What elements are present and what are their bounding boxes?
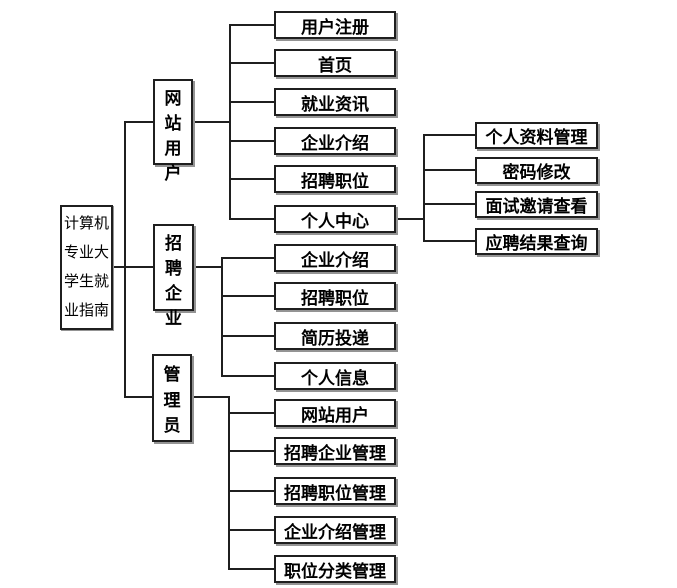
connector-line [423, 134, 425, 242]
branch-node-char: 业 [165, 309, 182, 328]
connector-line [229, 24, 231, 220]
leaf-node-company-intro: 企业介绍 [274, 127, 396, 155]
branch-node-char: 招 [165, 234, 182, 253]
branch-node-char: 用 [164, 139, 182, 158]
branch-node-char: 网 [164, 89, 182, 108]
connector-line [423, 169, 475, 171]
connector-line [229, 24, 275, 26]
leaf-node-job-mgmt: 招聘职位管理 [274, 477, 396, 505]
connector-line [423, 240, 475, 242]
leaf-node-job-positions-2: 招聘职位 [274, 282, 396, 310]
leaf-node-employment-news: 就业资讯 [274, 88, 396, 116]
connector-line [221, 257, 275, 259]
branch-node-website-user: 网站用户 [153, 79, 193, 183]
connector-line [228, 450, 275, 452]
connector-line [423, 203, 475, 205]
leaf-node-personal-info: 个人信息 [274, 362, 396, 390]
branch-node-char: 站 [164, 114, 182, 133]
leaf-node-interview-invite-view: 面试邀请查看 [475, 191, 598, 218]
leaf-node-password-change: 密码修改 [475, 157, 598, 184]
root-node-label: 计算机专业大学生就业指南 [63, 215, 109, 319]
connector-line [192, 396, 229, 398]
connector-line [229, 178, 275, 180]
connector-line [228, 412, 275, 414]
connector-line [228, 490, 275, 492]
connector-line [221, 375, 275, 377]
branch-node-char: 员 [163, 416, 181, 436]
connector-line [125, 396, 153, 398]
branch-node-administrator: 管理员 [152, 354, 192, 442]
connector-line [228, 529, 275, 531]
leaf-node-job-category-mgmt: 职位分类管理 [274, 555, 396, 583]
leaf-node-resume-submit: 简历投递 [274, 322, 396, 350]
branch-node-char: 企 [165, 284, 182, 303]
connector-line [194, 266, 222, 268]
leaf-node-user-register: 用户注册 [274, 11, 396, 39]
leaf-node-job-positions: 招聘职位 [274, 165, 396, 193]
connector-line [229, 218, 275, 220]
leaf-node-company-intro-mgmt: 企业介绍管理 [274, 516, 396, 544]
connector-line [229, 140, 275, 142]
leaf-node-website-users: 网站用户 [274, 399, 396, 427]
connector-line [192, 121, 230, 123]
branch-node-char: 理 [163, 390, 181, 410]
connector-line [396, 218, 424, 220]
leaf-node-enterprise-mgmt: 招聘企业管理 [274, 437, 396, 465]
connector-line [228, 568, 275, 570]
root-node: 计算机专业大学生就业指南 [60, 205, 113, 330]
leaf-node-profile-mgmt: 个人资料管理 [475, 122, 598, 149]
branch-node-recruiting-enterprise: 招聘企业 [153, 224, 194, 328]
connector-line [113, 266, 154, 268]
connector-line [423, 134, 475, 136]
connector-line [229, 101, 275, 103]
leaf-node-home: 首页 [274, 49, 396, 77]
branch-node-char: 聘 [165, 259, 182, 278]
branch-node-char: 户 [164, 164, 182, 183]
connector-line [221, 335, 275, 337]
leaf-node-company-intro-2: 企业介绍 [274, 244, 396, 272]
connector-line [124, 121, 126, 398]
connector-line [228, 396, 230, 570]
connector-line [125, 121, 154, 123]
branch-node-char: 管 [163, 364, 181, 384]
connector-line [221, 257, 223, 377]
leaf-node-personal-center: 个人中心 [274, 205, 396, 233]
connector-line [221, 295, 275, 297]
connector-line [229, 62, 275, 64]
leaf-node-application-result-query: 应聘结果查询 [475, 228, 598, 255]
